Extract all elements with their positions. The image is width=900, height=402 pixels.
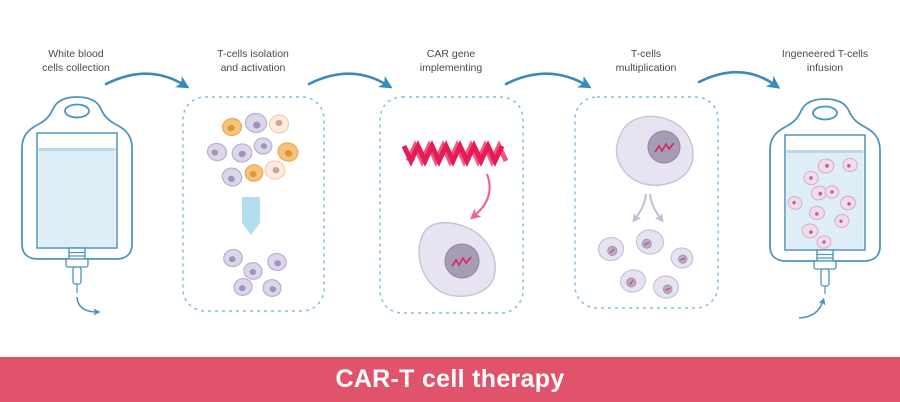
mother-cell-icon xyxy=(615,115,694,186)
flow-arrow-3-icon xyxy=(504,72,592,89)
stage-label-collection: White blood cells collection xyxy=(42,48,110,74)
flow-arrow-4-icon xyxy=(697,70,781,89)
daughter-cells-icon xyxy=(597,229,694,299)
page-title: CAR-T cell therapy xyxy=(335,365,565,393)
dna-helix-icon xyxy=(401,140,509,167)
stage-label-multiplication: T-cells multiplication xyxy=(615,48,677,74)
flow-arrow-icons xyxy=(104,70,781,89)
title-banner: CAR-T cell therapy xyxy=(0,357,900,402)
infused-tcells-icon xyxy=(787,157,858,249)
bag-liquid xyxy=(38,148,116,247)
split-arrow-icon xyxy=(632,193,664,223)
flow-arrow-2-icon xyxy=(307,72,393,89)
stage-label-gene: CAR gene implementing xyxy=(419,48,483,74)
multiplication-panel xyxy=(574,96,719,309)
bag-hanger-hole xyxy=(64,103,90,119)
stage-label-isolation: T-cells isolation and activation xyxy=(217,48,289,74)
gene-panel xyxy=(379,96,524,314)
flow-arrow-1-icon xyxy=(104,72,190,89)
isolation-down-arrow-icon xyxy=(242,197,260,235)
collection-bag-icon xyxy=(21,96,133,316)
bag-hanger-hole xyxy=(812,105,838,121)
infusion-in-arrow-icon xyxy=(798,297,826,319)
isolated-tcells-icon xyxy=(223,248,287,297)
stage-label-infusion: Ingeneered T-cells infusion xyxy=(781,48,869,74)
isolation-panel xyxy=(182,96,325,312)
gene-insert-arrow-icon xyxy=(469,173,491,220)
blood-out-arrow-icon xyxy=(76,296,101,316)
infusion-bag-icon xyxy=(769,98,881,319)
engineered-cell-icon xyxy=(418,221,496,297)
mixed-cells-icon xyxy=(206,112,299,187)
